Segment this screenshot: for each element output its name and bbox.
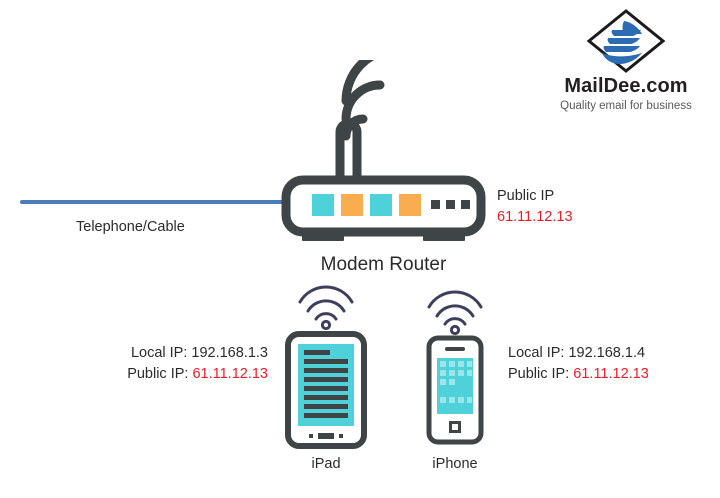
ipad-public-ip-label: Public IP: [127,366,193,383]
telephone-cable-label: Telephone/Cable [76,219,185,235]
brand-block: MailDee.com Quality email for business [540,8,712,112]
iphone-public-ip-row: Public IP: 61.11.12.13 [508,364,649,385]
ipad-local-ip-value: 192.168.1.3 [191,345,268,361]
ipad-local-ip-row: Local IP: 192.168.1.3 [122,343,268,364]
router-graphic [281,60,486,241]
router-public-ip-callout: Public IP 61.11.12.13 [497,186,573,227]
iphone-public-ip-label: Public IP: [508,366,574,383]
iphone-label: iPhone [432,456,478,472]
iphone-local-ip-value: 192.168.1.4 [568,345,646,361]
ipad-local-ip-label: Local IP: [130,345,192,361]
brand-name: MailDee.com [564,75,688,97]
ipad-public-ip-value: 61.11.12.13 [192,366,268,383]
iphone-graphic [426,290,484,445]
brand-tagline: Quality email for business [560,100,692,112]
iphone-icon [416,290,494,452]
iphone-ip-callout: Local IP: 192.168.1.4 Public IP: 61.11.1… [508,343,649,385]
ipad-icon [276,284,376,452]
ipad-graphic [285,285,367,449]
telephone-cable-line [20,200,295,204]
router-public-ip-value: 61.11.12.13 [497,208,573,225]
iphone-local-ip-row: Local IP: 192.168.1.4 [508,343,649,364]
ipad-public-ip-row: Public IP: 61.11.12.13 [122,364,268,385]
modem-router-label: Modem Router [320,254,447,275]
maildee-bird-diamond-logo-icon [586,9,666,73]
router-public-ip-label: Public IP [497,188,555,204]
modem-router-icon [276,60,491,250]
iphone-local-ip-label: Local IP: [508,345,569,361]
ipad-ip-callout: Local IP: 192.168.1.3 Public IP: 61.11.1… [122,343,268,385]
ipad-label: iPad [311,456,341,472]
iphone-public-ip-value: 61.11.12.13 [573,366,649,383]
